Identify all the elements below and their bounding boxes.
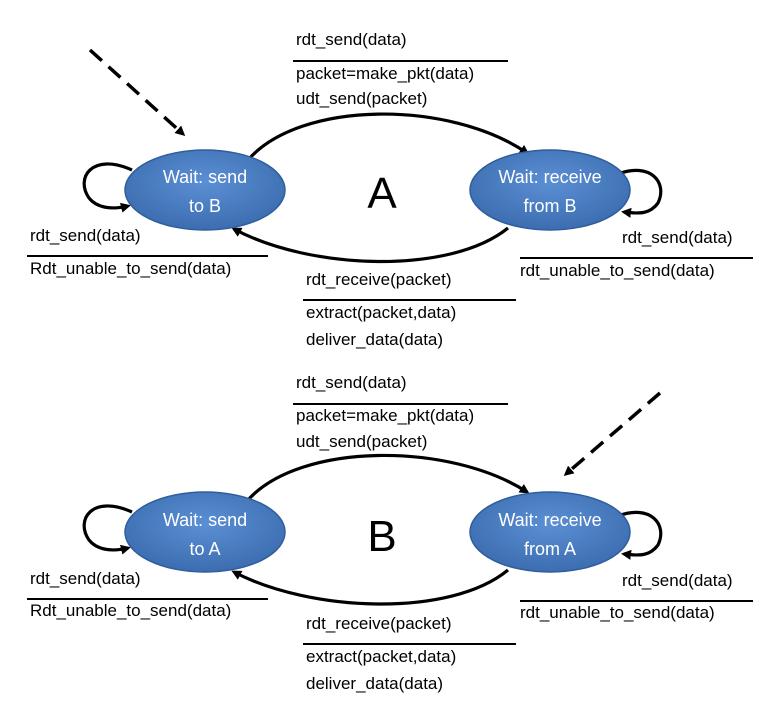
left-action-label: Rdt_unable_to_send(data) [30, 259, 231, 278]
top-action2-label: udt_send(packet) [296, 89, 427, 108]
right-event-label: rdt_send(data) [622, 571, 733, 590]
initial-state-arrow [563, 391, 662, 476]
top-event-label: rdt_send(data) [296, 30, 407, 49]
state-send-label-line2: to B [189, 196, 221, 216]
state-send-label-line2: to A [189, 539, 220, 559]
top-action2-label: udt_send(packet) [296, 432, 427, 451]
send-transition-arrow [246, 112, 530, 162]
bottom-action2-label: deliver_data(data) [306, 330, 443, 349]
state-wait-send [124, 149, 286, 231]
fsm-name: A [367, 169, 397, 218]
bottom-event-label: rdt_receive(packet) [306, 614, 452, 633]
left-action-label: Rdt_unable_to_send(data) [30, 601, 231, 620]
top-action1-label: packet=make_pkt(data) [296, 406, 474, 425]
state-recv-label-line2: from B [523, 196, 576, 216]
bottom-action2-label: deliver_data(data) [306, 674, 443, 693]
initial-state-arrow [88, 48, 186, 137]
right-self-loop-arrow [617, 510, 663, 560]
state-recv-label-line1: Wait: receive [498, 510, 601, 530]
fsm-name: B [367, 512, 396, 561]
state-wait-receive [469, 149, 631, 231]
state-recv-label-line2: from A [524, 539, 576, 559]
fsm-b: Wait: send to A Wait: receive from A B r… [27, 373, 753, 693]
state-send-label-line1: Wait: send [163, 510, 247, 530]
left-event-label: rdt_send(data) [30, 569, 141, 588]
state-wait-send [124, 491, 286, 573]
state-recv-label-line1: Wait: receive [498, 167, 601, 187]
right-self-loop-arrow [617, 168, 663, 218]
left-event-label: rdt_send(data) [30, 226, 141, 245]
fsm-a: Wait: send to B Wait: receive from B A r… [27, 30, 753, 349]
left-self-loop-arrow [82, 504, 133, 555]
right-action-label: rdt_unable_to_send(data) [520, 603, 715, 622]
right-event-label: rdt_send(data) [622, 228, 733, 247]
receive-transition-arrow [231, 226, 510, 264]
right-action-label: rdt_unable_to_send(data) [520, 261, 715, 280]
bottom-event-label: rdt_receive(packet) [306, 270, 452, 289]
send-transition-arrow [246, 453, 530, 502]
top-action1-label: packet=make_pkt(data) [296, 64, 474, 83]
receive-transition-arrow [231, 568, 510, 606]
bottom-action1-label: extract(packet,data) [306, 303, 456, 322]
state-send-label-line1: Wait: send [163, 167, 247, 187]
state-wait-receive [469, 491, 631, 573]
left-self-loop-arrow [82, 162, 133, 213]
bottom-action1-label: extract(packet,data) [306, 647, 456, 666]
top-event-label: rdt_send(data) [296, 373, 407, 392]
